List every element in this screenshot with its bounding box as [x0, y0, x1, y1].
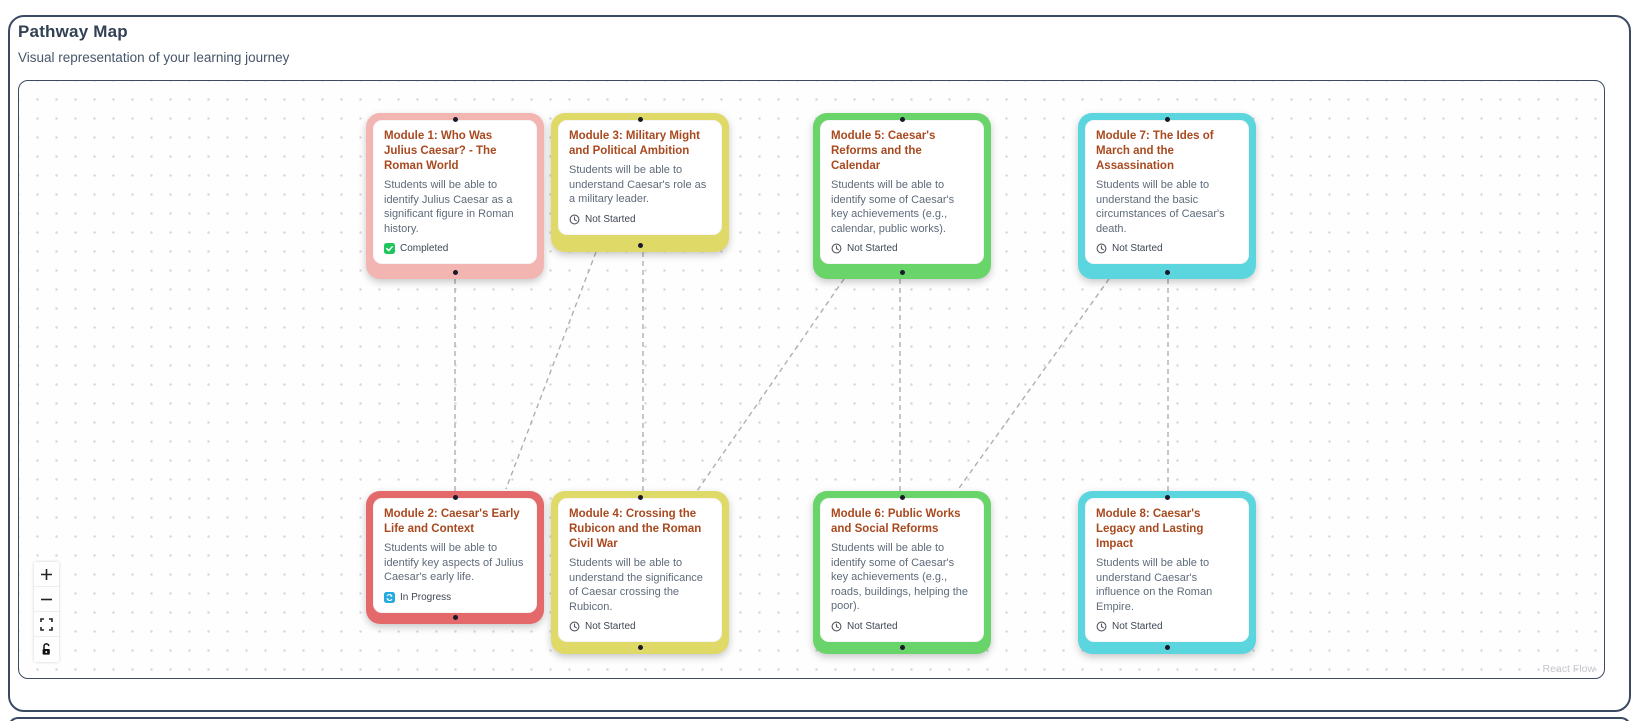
module-description: Students will be able to identify key as… — [384, 542, 524, 584]
module-description: Students will be able to identify Julius… — [384, 179, 514, 235]
module-status: Not Started — [569, 214, 711, 225]
module-status-label: Not Started — [1112, 621, 1163, 633]
module-status-label: Not Started — [847, 243, 898, 255]
module-description: Students will be able to understand Caes… — [569, 164, 707, 206]
module-description: Students will be able to identify some o… — [831, 179, 955, 235]
module-node-body: Module 7: The Ides of March and the Assa… — [1085, 120, 1249, 265]
module-status-label: Not Started — [847, 620, 898, 632]
module-status-label: Not Started — [585, 621, 636, 633]
clock-icon — [831, 621, 842, 632]
edge — [696, 278, 845, 492]
flow-controls — [34, 562, 59, 662]
clock-icon — [569, 621, 580, 632]
module-node-8[interactable]: Module 8: Caesar's Legacy and Lasting Im… — [1078, 491, 1256, 654]
module-node-body: Module 2: Caesar's Early Life and Contex… — [373, 498, 537, 613]
module-status-label: Completed — [400, 243, 449, 255]
module-title: Module 1: Who Was Julius Caesar? - The R… — [384, 130, 497, 172]
lock-button[interactable] — [34, 637, 59, 662]
module-status: In Progress — [384, 591, 526, 603]
check-icon — [384, 243, 395, 255]
node-handle-top[interactable] — [899, 117, 905, 122]
page-subtitle: Visual representation of your learning j… — [18, 50, 290, 65]
module-status: Not Started — [1096, 243, 1238, 254]
module-description: Students will be able to identify some o… — [831, 542, 968, 613]
node-handle-top[interactable] — [452, 117, 458, 122]
module-title: Module 2: Caesar's Early Life and Contex… — [384, 508, 520, 535]
node-handle-bottom[interactable] — [452, 615, 458, 620]
node-handle-bottom[interactable] — [637, 243, 643, 248]
node-handle-top[interactable] — [637, 495, 643, 500]
module-node-body: Module 6: Public Works and Social Reform… — [820, 498, 984, 642]
node-handle-top[interactable] — [899, 495, 905, 500]
module-status-label: Not Started — [585, 213, 636, 225]
module-description: Students will be able to understand Caes… — [1096, 557, 1213, 613]
module-status: Not Started — [831, 621, 973, 632]
clock-icon — [1096, 243, 1107, 254]
page-title: Pathway Map — [18, 22, 128, 41]
zoom-in-button[interactable] — [34, 562, 59, 587]
zoom-out-button[interactable] — [34, 587, 59, 612]
node-handle-bottom[interactable] — [452, 270, 458, 275]
module-node-7[interactable]: Module 7: The Ides of March and the Assa… — [1078, 113, 1256, 279]
module-title: Module 4: Crossing the Rubicon and the R… — [569, 508, 702, 550]
flow-canvas[interactable]: Module 1: Who Was Julius Caesar? - The R… — [18, 80, 1605, 679]
clock-icon — [569, 214, 580, 225]
module-title: Module 6: Public Works and Social Reform… — [831, 508, 961, 535]
node-handle-bottom[interactable] — [899, 645, 905, 650]
module-title: Module 8: Caesar's Legacy and Lasting Im… — [1096, 508, 1204, 550]
react-flow-attribution[interactable]: React Flow — [1542, 663, 1595, 675]
edge — [505, 251, 597, 490]
node-handle-bottom[interactable] — [1164, 645, 1170, 650]
module-description: Students will be able to understand the … — [569, 557, 703, 613]
edge-lines — [454, 251, 1169, 492]
module-node-1[interactable]: Module 1: Who Was Julius Caesar? - The R… — [366, 113, 544, 279]
module-node-body: Module 4: Crossing the Rubicon and the R… — [558, 498, 722, 643]
clock-icon — [831, 243, 842, 254]
node-handle-top[interactable] — [452, 495, 458, 500]
module-status: Not Started — [1096, 621, 1238, 632]
module-node-body: Module 3: Military Might and Political A… — [558, 120, 722, 235]
module-node-4[interactable]: Module 4: Crossing the Rubicon and the R… — [551, 491, 729, 654]
module-node-5[interactable]: Module 5: Caesar's Reforms and the Calen… — [813, 113, 991, 279]
module-status: Not Started — [831, 243, 973, 254]
module-node-body: Module 8: Caesar's Legacy and Lasting Im… — [1085, 498, 1249, 643]
module-status: Not Started — [569, 621, 711, 632]
node-handle-top[interactable] — [1164, 495, 1170, 500]
unlock-icon — [42, 643, 50, 655]
module-status: Completed — [384, 243, 526, 255]
minus-icon — [41, 598, 52, 600]
fit-view-button[interactable] — [34, 612, 59, 637]
module-node-body: Module 5: Caesar's Reforms and the Calen… — [820, 120, 984, 265]
next-section-card-top — [8, 717, 1631, 721]
module-description: Students will be able to understand the … — [1096, 179, 1225, 235]
node-handle-top[interactable] — [1164, 117, 1170, 122]
sync-icon — [384, 591, 395, 603]
module-status-label: Not Started — [1112, 243, 1163, 255]
clock-icon — [1096, 621, 1107, 632]
module-node-3[interactable]: Module 3: Military Might and Political A… — [551, 113, 729, 252]
plus-icon — [41, 568, 52, 580]
module-title: Module 7: The Ides of March and the Assa… — [1096, 130, 1214, 172]
fit-view-icon — [40, 617, 53, 631]
module-node-body: Module 1: Who Was Julius Caesar? - The R… — [373, 120, 537, 265]
node-handle-bottom[interactable] — [637, 645, 643, 650]
edge — [956, 278, 1110, 492]
node-handle-top[interactable] — [637, 117, 643, 122]
module-title: Module 5: Caesar's Reforms and the Calen… — [831, 130, 936, 172]
node-handle-bottom[interactable] — [899, 270, 905, 275]
module-status-label: In Progress — [400, 591, 452, 603]
module-node-6[interactable]: Module 6: Public Works and Social Reform… — [813, 491, 991, 654]
module-title: Module 3: Military Might and Political A… — [569, 130, 700, 157]
module-node-2[interactable]: Module 2: Caesar's Early Life and Contex… — [366, 491, 544, 624]
node-handle-bottom[interactable] — [1164, 270, 1170, 275]
